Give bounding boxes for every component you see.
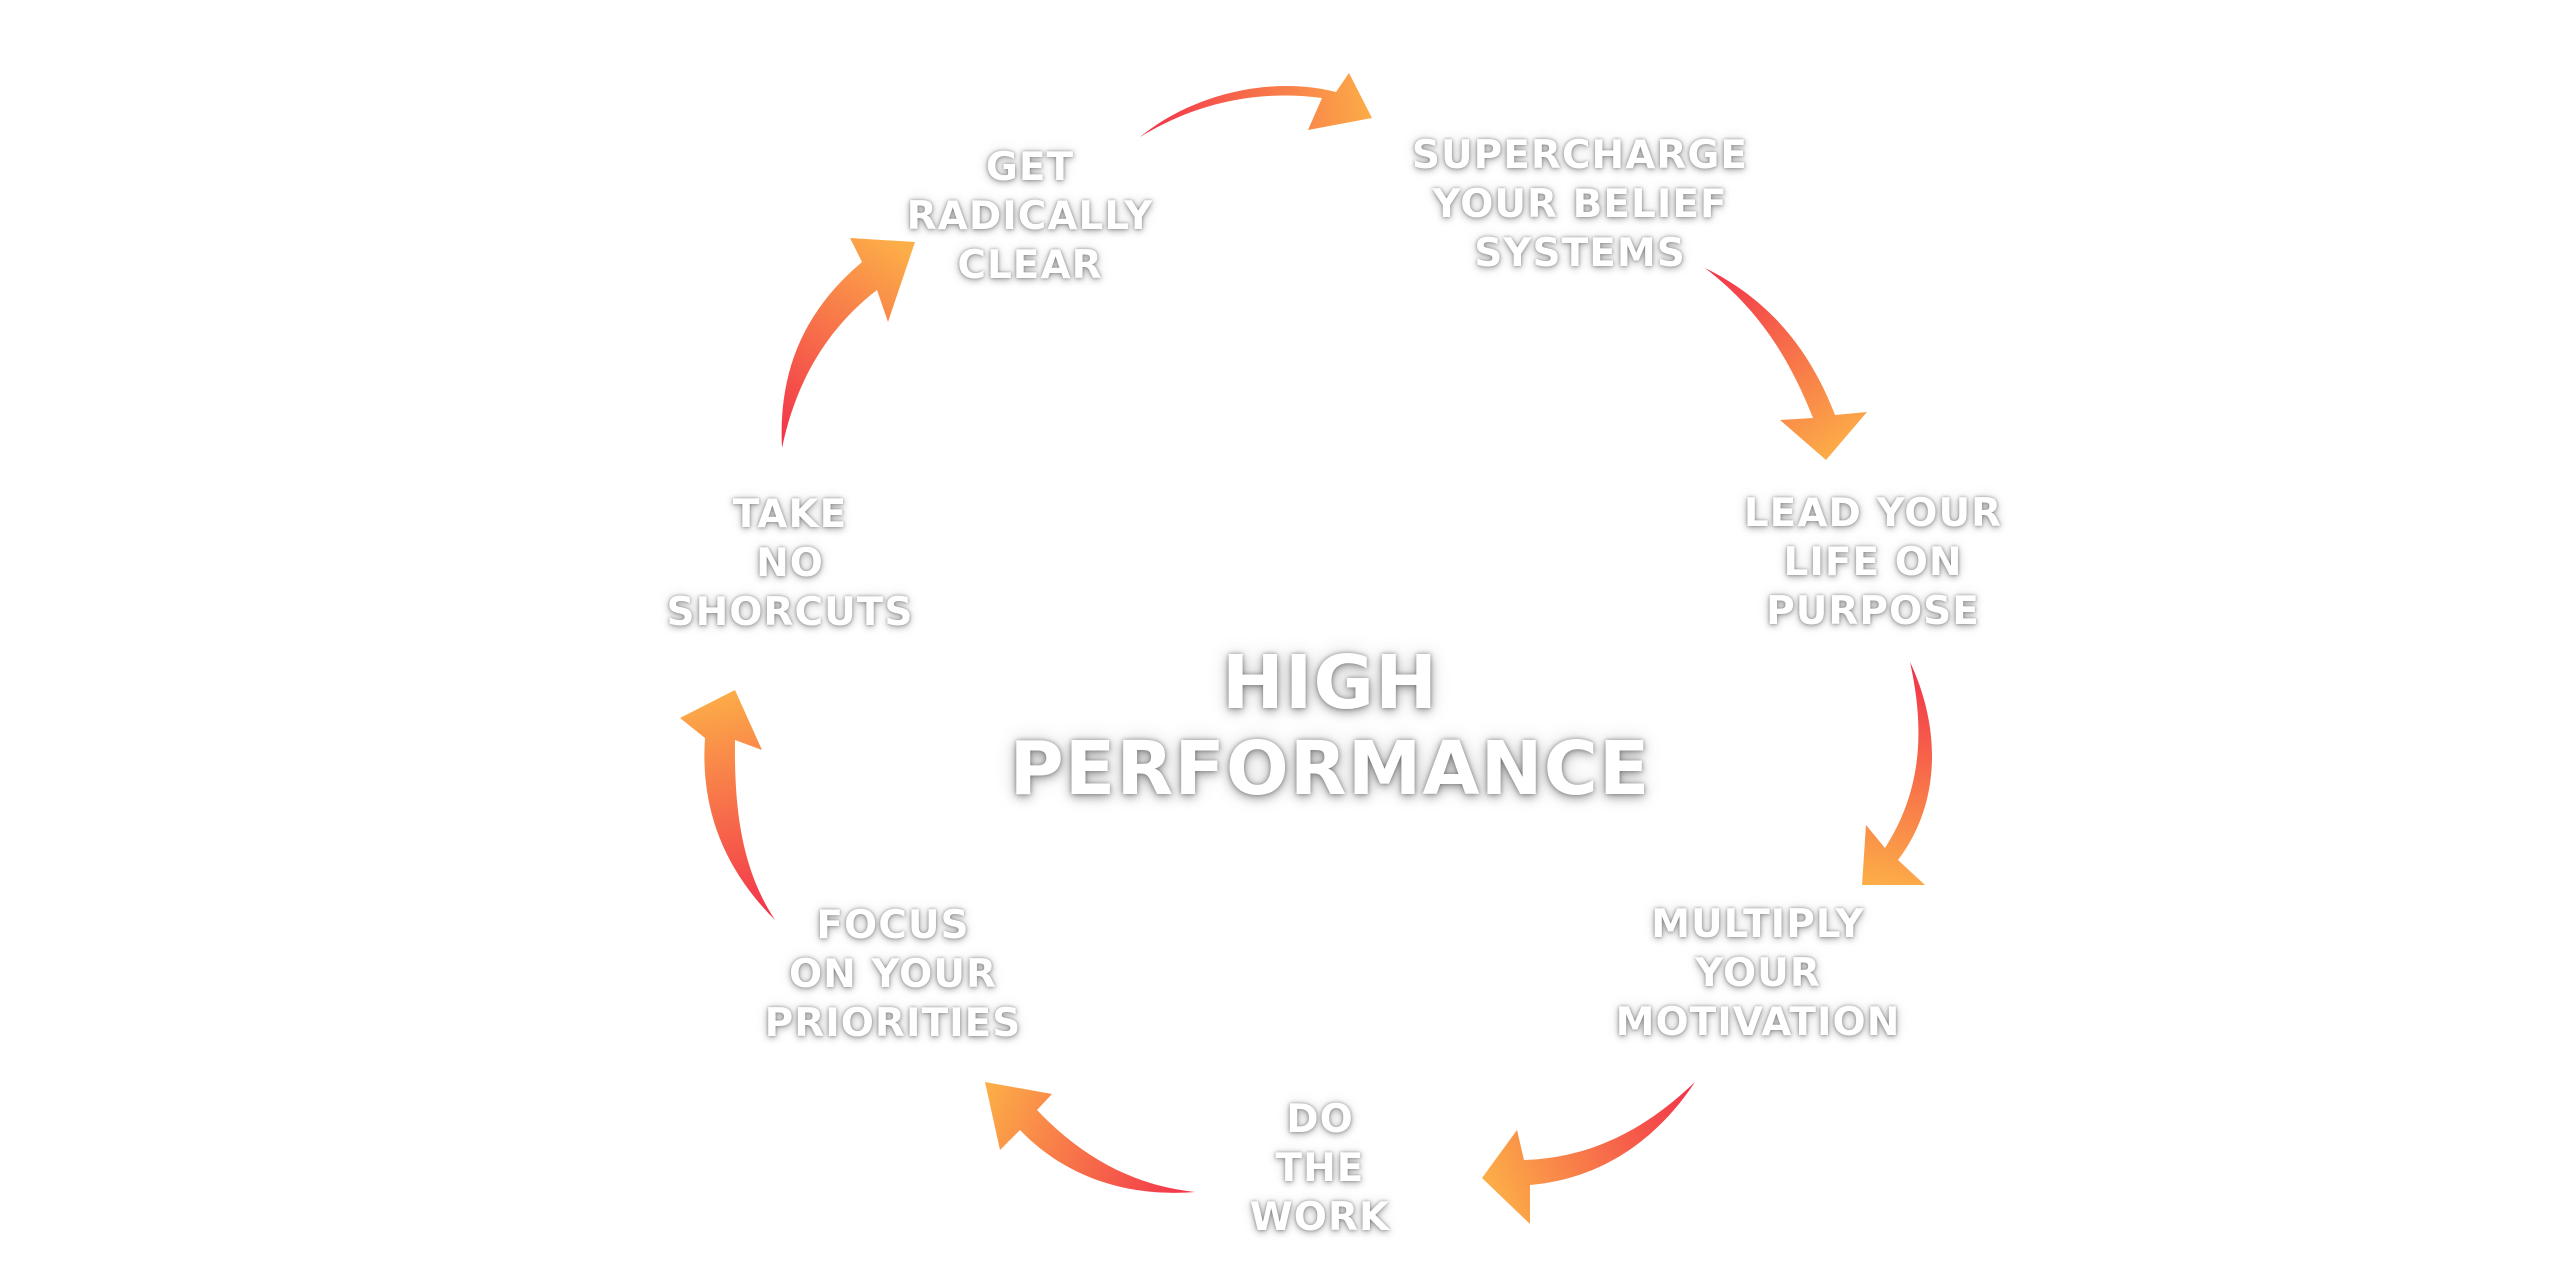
center-title-line: HIGH: [1221, 640, 1439, 726]
step-label-line: FOCUS: [816, 903, 970, 948]
step-supercharge-belief-systems: SUPERCHARGE YOUR BELIEF SYSTEMS: [1370, 131, 1790, 278]
cycle-arrow-3: [1862, 662, 1932, 885]
step-label-line: PRIORITIES: [764, 1001, 1022, 1046]
step-label-line: LIFE ON: [1783, 540, 1963, 585]
step-get-radically-clear: GET RADICALLY CLEAR: [820, 143, 1240, 290]
step-do-the-work: DO THE WORK: [1110, 1095, 1530, 1242]
center-title: HIGH PERFORMANCE: [930, 640, 1730, 812]
step-label-line: WORK: [1249, 1195, 1391, 1240]
cycle-arrow-7: [781, 238, 915, 448]
cycle-arrow-5: [985, 1082, 1195, 1193]
step-label-line: GET: [985, 145, 1075, 190]
step-label-line: SHORCUTS: [666, 590, 914, 635]
center-title-line: PERFORMANCE: [1009, 726, 1651, 812]
step-label-line: SUPERCHARGE: [1411, 133, 1749, 178]
cycle-arrow-4: [1482, 1082, 1695, 1224]
step-focus-on-priorities: FOCUS ON YOUR PRIORITIES: [683, 901, 1103, 1048]
step-label-line: RADICALLY: [906, 194, 1154, 239]
step-multiply-motivation: MULTIPLY YOUR MOTIVATION: [1548, 900, 1968, 1047]
step-label-line: NO: [756, 541, 824, 586]
step-label-line: TAKE: [732, 492, 848, 537]
cycle-arrow-1: [1140, 73, 1372, 137]
step-label-line: THE: [1275, 1146, 1365, 1191]
step-label-line: YOUR: [1695, 951, 1821, 996]
step-label-line: DO: [1286, 1097, 1354, 1142]
step-label-line: MOTIVATION: [1615, 1000, 1901, 1045]
cycle-arrow-2: [1705, 268, 1867, 460]
step-label-line: LEAD YOUR: [1743, 491, 2003, 536]
cycle-arrow-6: [680, 690, 775, 920]
step-label-line: SYSTEMS: [1474, 231, 1686, 276]
step-lead-life-on-purpose: LEAD YOUR LIFE ON PURPOSE: [1663, 489, 2083, 636]
step-label-line: MULTIPLY: [1651, 902, 1865, 947]
step-label-line: ON YOUR: [788, 952, 998, 997]
step-take-no-shortcuts: TAKE NO SHORCUTS: [580, 490, 1000, 637]
step-label-line: CLEAR: [957, 243, 1103, 288]
step-label-line: PURPOSE: [1766, 589, 1980, 634]
step-label-line: YOUR BELIEF: [1432, 182, 1728, 227]
